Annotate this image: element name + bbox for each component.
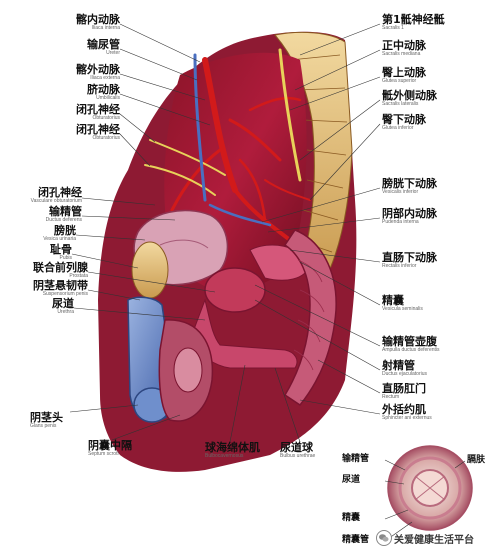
leader-lines-right xyxy=(254,23,381,415)
leader-lines-left xyxy=(71,23,216,321)
inset-label-skin: 膈肤 xyxy=(467,455,486,465)
watermark: 关爱健康生活平台 xyxy=(376,527,494,549)
bladder-fold xyxy=(159,239,209,249)
inset-label-vas: 输精管 xyxy=(342,454,370,464)
prostate xyxy=(204,267,266,313)
arteries xyxy=(170,57,311,242)
pubic-bone xyxy=(131,241,169,299)
inset-diagram xyxy=(384,445,473,542)
nerves xyxy=(144,48,302,196)
inset-label-urethra: 尿道 xyxy=(342,475,361,485)
inset-label-seminal-vesicle: 精囊 xyxy=(342,513,361,523)
watermark-text: 关爱健康生活平台 xyxy=(394,535,474,546)
leader-lines-bottom xyxy=(69,364,301,443)
inset-label-sv-duct: 精囊管 xyxy=(342,535,370,545)
wechat-icon xyxy=(376,530,392,546)
rectum xyxy=(283,229,337,407)
testis xyxy=(173,347,203,393)
veins xyxy=(193,53,272,227)
